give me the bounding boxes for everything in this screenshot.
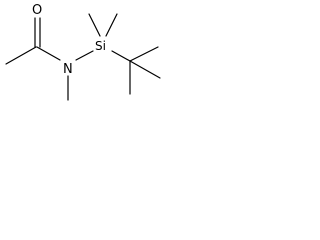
bond-tert-carbon-methyl-right xyxy=(129,60,161,79)
bond-tert-carbon-methyl-up xyxy=(129,46,159,62)
bond-silicon-tert-carbon xyxy=(111,50,131,62)
bond-methyl-carbonyl xyxy=(5,46,37,65)
bond-nitrogen-silicon xyxy=(75,50,94,61)
bond-silicon-methyl-left xyxy=(88,13,101,37)
bond-carbonyl-nitrogen xyxy=(36,46,61,61)
oxygen-atom-label: O xyxy=(32,3,42,18)
silicon-atom-label: Si xyxy=(95,39,106,53)
bond-silicon-methyl-right xyxy=(105,13,118,37)
molecule-structure-diagram: O N Si xyxy=(5,3,161,101)
nitrogen-atom-label: N xyxy=(63,62,73,77)
